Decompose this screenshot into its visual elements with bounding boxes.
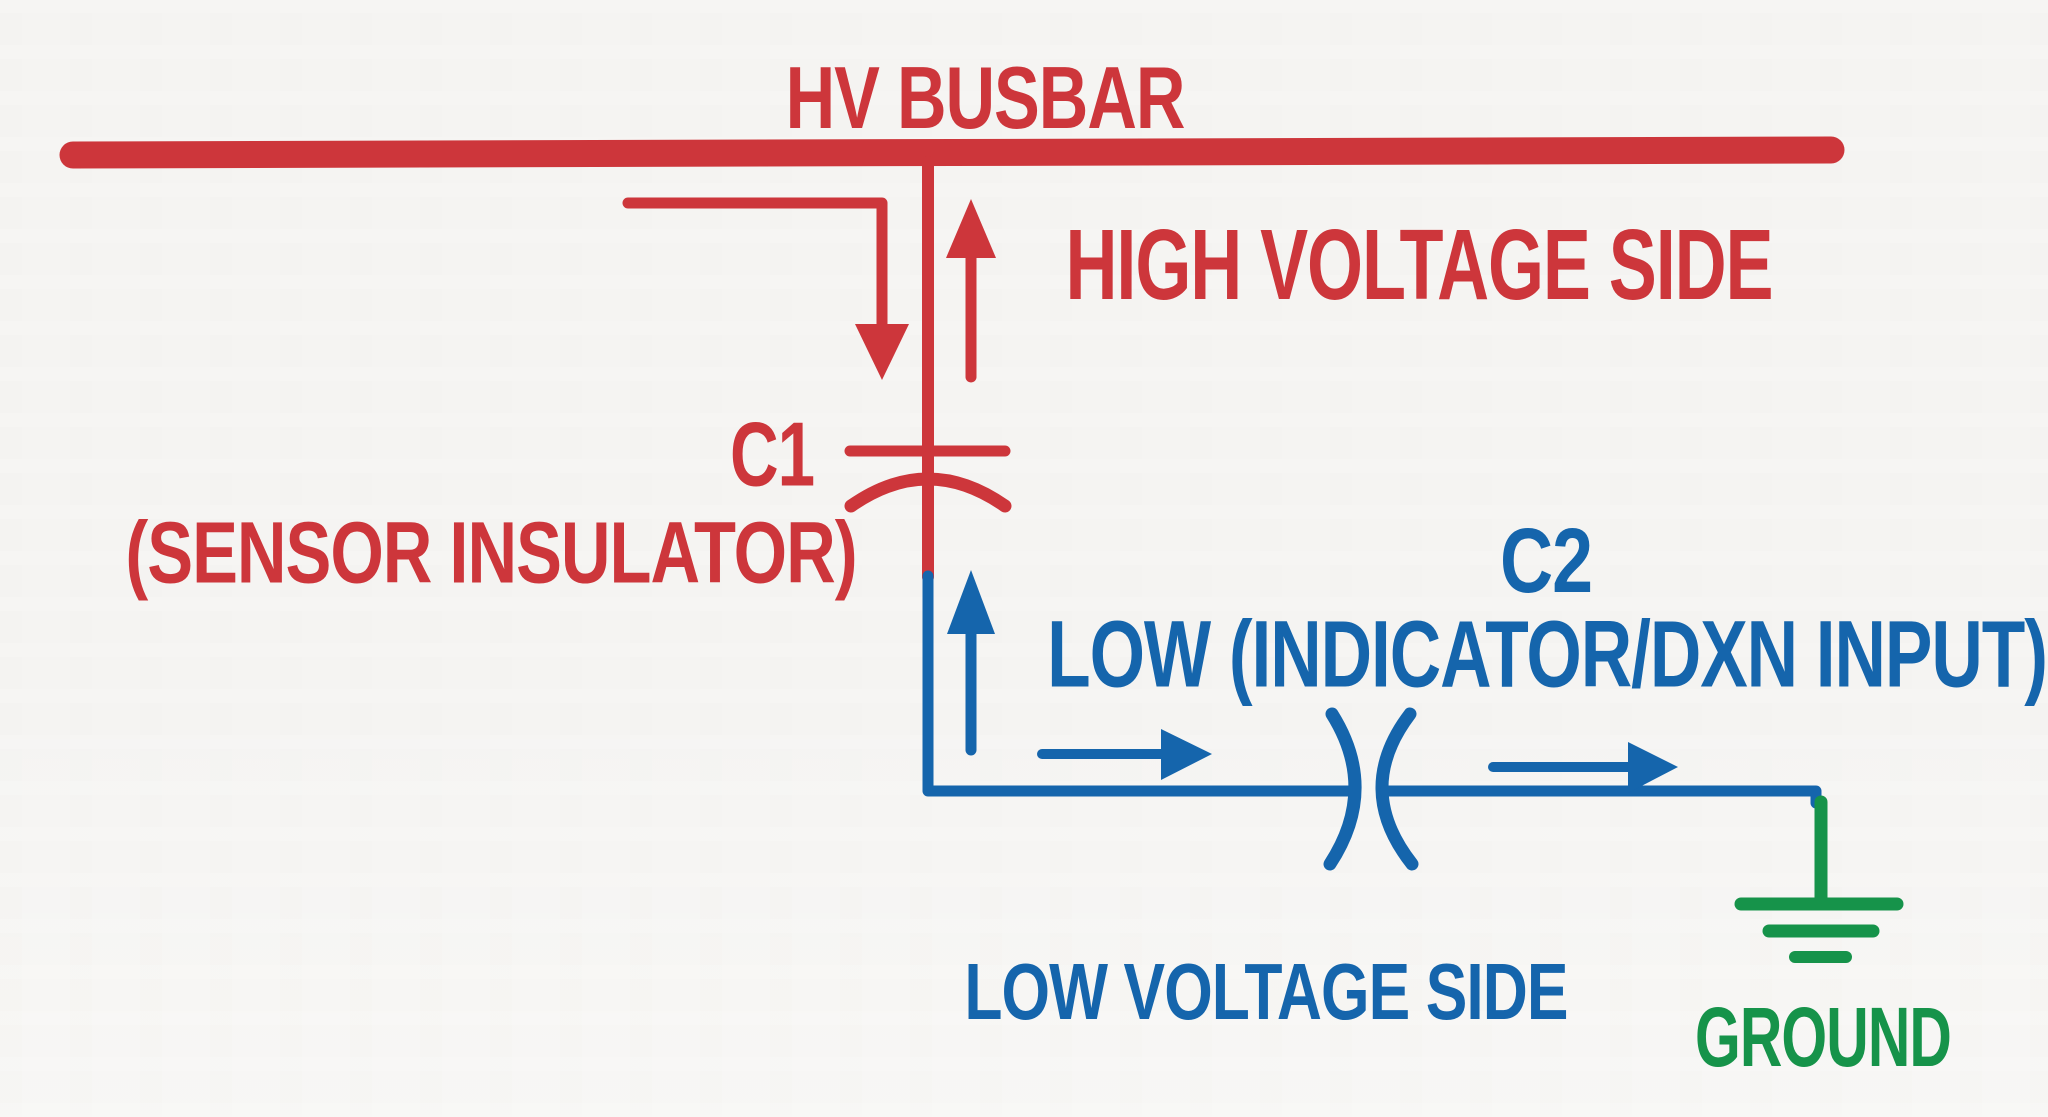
hv-current-down-arrow-shaft: [622, 197, 888, 334]
c2-label: C2: [1500, 510, 1593, 612]
c1-label: C1: [729, 404, 815, 506]
lv-wire-left: [922, 570, 1357, 797]
lv-wire-right: [1379, 785, 1822, 809]
c2-sublabel: LOW (INDICATOR/DXN INPUT): [1047, 601, 2048, 708]
low-voltage-side-label: LOW VOLTAGE SIDE: [964, 947, 1568, 1036]
lv-current-up-arrow: [947, 570, 995, 756]
lv-flow-arrow-left: [1037, 729, 1212, 780]
c1-capacitor-symbol: [844, 445, 1012, 583]
lv-flow-arrow-right: [1488, 742, 1678, 793]
ground-label: GROUND: [1694, 990, 1952, 1084]
hv-busbar-line: [59, 136, 1845, 169]
c1-sublabel: (SENSOR INSULATOR): [125, 504, 857, 602]
hv-current-up-arrow: [946, 199, 996, 383]
hv-current-down-arrowhead: [855, 324, 909, 380]
high-voltage-side-label: HIGH VOLTAGE SIDE: [1065, 209, 1773, 321]
ground-symbol: [1734, 795, 1904, 963]
lv-current-up-arrowhead: [947, 570, 995, 634]
hv-current-down-arrow: [622, 197, 909, 380]
hv-current-up-arrowhead: [946, 199, 996, 258]
hv-busbar-label: HV BUSBAR: [785, 48, 1186, 147]
lv-flow-arrow-right-head: [1628, 742, 1678, 793]
lv-flow-arrow-left-head: [1161, 729, 1212, 780]
c2-left-plate: [1323, 707, 1362, 871]
c1-curved-plate: [844, 472, 1012, 513]
